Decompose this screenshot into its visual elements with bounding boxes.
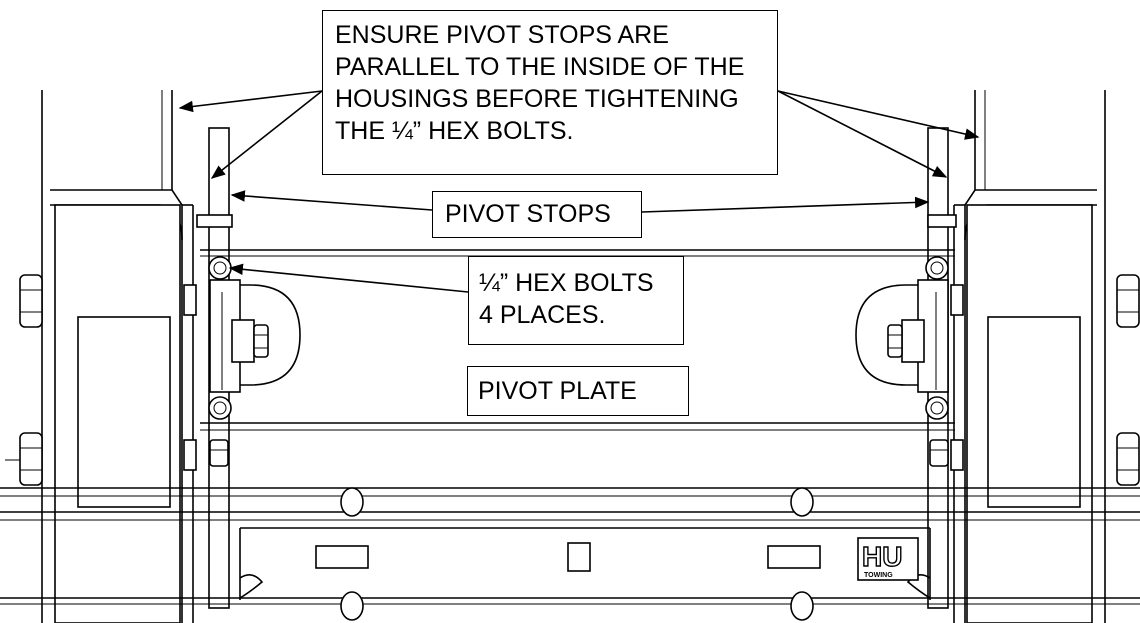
callout-label: PIVOT STOPS: [445, 200, 611, 228]
callout-line: PARALLEL TO THE INSIDE OF THE: [335, 53, 745, 81]
callout-ensure-parallel: ENSURE PIVOT STOPS ARE PARALLEL TO THE I…: [322, 10, 778, 175]
callout-label: PIVOT PLATE: [478, 377, 637, 405]
callout-pivot-stops: PIVOT STOPS: [432, 191, 642, 238]
left-hub-bracket: [209, 279, 301, 393]
right-hub-bracket: [855, 279, 949, 393]
callout-line: ¼” HEX BOLTS: [479, 269, 654, 297]
lower-frame: [0, 487, 1140, 621]
hex-bolts: [208, 256, 949, 467]
hu-logo: HU TOWING: [857, 537, 919, 581]
right-housing: [950, 90, 1140, 623]
callout-line: THE ¼” HEX BOLTS.: [335, 117, 574, 145]
callout-hex-bolts: ¼” HEX BOLTS 4 PLACES.: [468, 256, 684, 345]
callout-line: 4 PLACES.: [479, 301, 606, 329]
callout-pivot-plate: PIVOT PLATE: [467, 366, 689, 416]
left-housing: [5, 90, 197, 623]
callout-line: HOUSINGS BEFORE TIGHTENING: [335, 85, 739, 113]
leader-lines: [178, 90, 980, 293]
callout-line: ENSURE PIVOT STOPS ARE: [335, 21, 669, 49]
logo-subtext: TOWING: [864, 572, 893, 579]
logo-text: HU: [862, 541, 902, 572]
